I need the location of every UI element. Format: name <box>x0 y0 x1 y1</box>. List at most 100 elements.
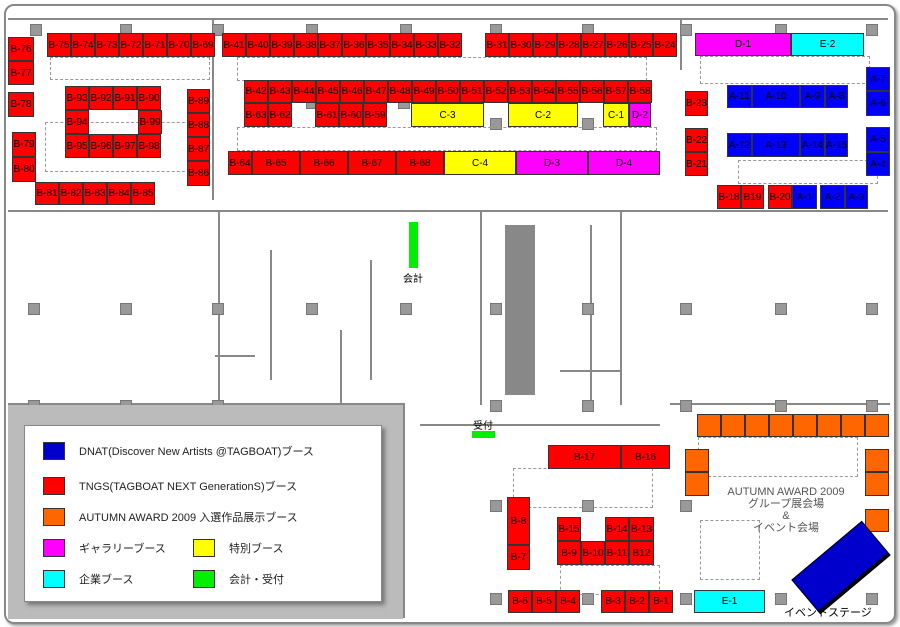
booth-b-41[interactable]: B-41 <box>222 33 246 57</box>
booth-b-85[interactable]: B-85 <box>131 182 155 205</box>
booth-b-93[interactable]: B-93 <box>65 86 89 110</box>
booth-b-54[interactable]: B-54 <box>532 80 556 103</box>
booth-a-10[interactable]: A-10 <box>752 85 800 108</box>
booth-b-73[interactable]: B-73 <box>95 33 119 57</box>
booth-b-61[interactable]: B-61 <box>315 103 339 127</box>
award-booth[interactable] <box>817 414 841 437</box>
booth-c-3[interactable]: C-3 <box>411 103 484 127</box>
booth-b-64[interactable]: B-64 <box>228 151 252 175</box>
booth-b-39[interactable]: B-39 <box>270 33 294 57</box>
booth-b-74[interactable]: B-74 <box>71 33 95 57</box>
booth-d-2[interactable]: D-2 <box>629 103 651 127</box>
booth-b-67[interactable]: B-67 <box>348 151 396 175</box>
booth-b-40[interactable]: B-40 <box>246 33 270 57</box>
booth-b-53[interactable]: B-53 <box>508 80 532 103</box>
booth-b-99[interactable]: B-99 <box>138 110 162 134</box>
booth-b-59[interactable]: B-59 <box>363 103 387 127</box>
booth-b-60[interactable]: B-60 <box>339 103 363 127</box>
booth-b12[interactable]: B12 <box>629 541 654 565</box>
booth-b-32[interactable]: B-32 <box>438 33 462 57</box>
booth-b-31[interactable]: B-31 <box>485 33 509 57</box>
booth-b-98[interactable]: B-98 <box>137 134 161 158</box>
booth-b-25[interactable]: B-25 <box>629 33 653 57</box>
booth-b-17[interactable]: B-17 <box>548 445 621 469</box>
award-booth[interactable] <box>697 414 721 437</box>
booth-b-89[interactable]: B-89 <box>187 89 210 113</box>
award-booth[interactable] <box>685 449 709 472</box>
booth-b-11[interactable]: B-11 <box>605 541 629 565</box>
booth-b-66[interactable]: B-66 <box>300 151 348 175</box>
booth-b-42[interactable]: B-42 <box>244 80 268 103</box>
booth-b-90[interactable]: B-90 <box>137 86 161 110</box>
award-booth[interactable] <box>769 414 793 437</box>
booth-b-95[interactable]: B-95 <box>65 134 89 158</box>
booth-b-33[interactable]: B-33 <box>414 33 438 57</box>
booth-b-43[interactable]: B-43 <box>268 80 292 103</box>
booth-b-81[interactable]: B-81 <box>35 182 59 205</box>
award-booth[interactable] <box>865 472 889 496</box>
booth-e-1[interactable]: E-1 <box>694 590 765 613</box>
booth-b-38[interactable]: B-38 <box>294 33 318 57</box>
award-booth[interactable] <box>793 414 817 437</box>
booth-b-47[interactable]: B-47 <box>364 80 388 103</box>
booth-b-92[interactable]: B-92 <box>89 86 113 110</box>
booth-b-96[interactable]: B-96 <box>89 134 113 158</box>
booth-b-86[interactable]: B-86 <box>187 161 210 186</box>
booth-b-71[interactable]: B-71 <box>143 33 167 57</box>
booth-b-8[interactable]: B-8 <box>507 497 530 545</box>
booth-b-2[interactable]: B-2 <box>625 590 649 613</box>
booth-b-72[interactable]: B-72 <box>119 33 143 57</box>
booth-b-23[interactable]: B-23 <box>685 91 708 116</box>
booth-c-1[interactable]: C-1 <box>603 103 629 127</box>
booth-b-57[interactable]: B-57 <box>604 80 628 103</box>
booth-b19[interactable]: B19 <box>741 185 764 209</box>
award-booth[interactable] <box>745 414 769 437</box>
booth-b-4[interactable]: B-4 <box>556 590 580 613</box>
booth-b-62[interactable]: B-62 <box>268 103 292 127</box>
booth-b-88[interactable]: B-88 <box>187 113 210 137</box>
booth-a-15[interactable]: A-15 <box>825 133 848 157</box>
booth-b-65[interactable]: B-65 <box>252 151 300 175</box>
booth-b-29[interactable]: B-29 <box>533 33 557 57</box>
booth-a-3[interactable]: A-3 <box>845 185 868 209</box>
booth-b-82[interactable]: B-82 <box>59 182 83 205</box>
booth-b-13[interactable]: B-13 <box>629 517 654 541</box>
booth-b-18[interactable]: B-18 <box>717 185 741 209</box>
booth-b-16[interactable]: B-16 <box>621 445 670 469</box>
booth-b-50[interactable]: B-50 <box>436 80 460 103</box>
booth-b-58[interactable]: B-58 <box>628 80 652 103</box>
booth-b-84[interactable]: B-84 <box>107 182 131 205</box>
booth-b-28[interactable]: B-28 <box>557 33 581 57</box>
booth-b-35[interactable]: B-35 <box>366 33 390 57</box>
booth-b-9[interactable]: B-9 <box>557 541 581 565</box>
booth-a-2[interactable]: A-2 <box>820 185 845 209</box>
booth-a-13[interactable]: A-13 <box>752 133 800 157</box>
booth-a-8[interactable]: A-8 <box>825 85 848 108</box>
booth-b-46[interactable]: B-46 <box>340 80 364 103</box>
booth-a-7[interactable]: A-7 <box>866 67 890 91</box>
booth-b-10[interactable]: B-10 <box>581 541 605 565</box>
award-booth[interactable] <box>865 509 889 532</box>
booth-b-14[interactable]: B-14 <box>605 517 629 541</box>
booth-e-2[interactable]: E-2 <box>791 33 864 56</box>
booth-b-68[interactable]: B-68 <box>396 151 444 175</box>
booth-b-26[interactable]: B-26 <box>605 33 629 57</box>
booth-b-49[interactable]: B-49 <box>412 80 436 103</box>
booth-b-5[interactable]: B-5 <box>532 590 556 613</box>
booth-b-80[interactable]: B-80 <box>12 157 36 182</box>
booth-a-12[interactable]: A-12 <box>727 133 752 157</box>
booth-b-63[interactable]: B-63 <box>244 103 268 127</box>
booth-b-78[interactable]: B-78 <box>8 92 34 117</box>
booth-b-55[interactable]: B-55 <box>556 80 580 103</box>
booth-b-97[interactable]: B-97 <box>113 134 137 158</box>
booth-b-91[interactable]: B-91 <box>113 86 137 110</box>
booth-a-1[interactable]: A-1 <box>792 185 817 209</box>
booth-a-6[interactable]: A-6 <box>866 91 890 116</box>
booth-a-4[interactable]: A-4 <box>866 152 890 176</box>
booth-b-70[interactable]: B-70 <box>167 33 191 57</box>
booth-c-4[interactable]: C-4 <box>444 151 516 175</box>
booth-b-37[interactable]: B-37 <box>318 33 342 57</box>
booth-b-27[interactable]: B-27 <box>581 33 605 57</box>
booth-b-34[interactable]: B-34 <box>390 33 414 57</box>
booth-b-44[interactable]: B-44 <box>292 80 316 103</box>
